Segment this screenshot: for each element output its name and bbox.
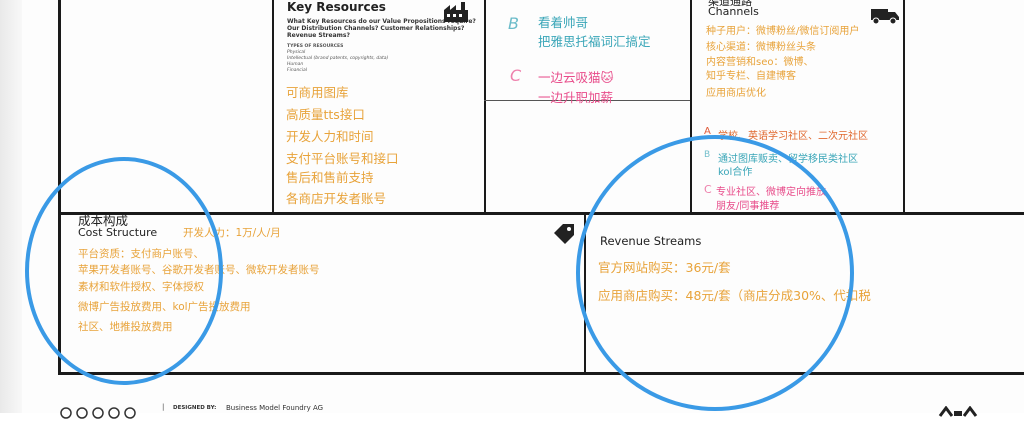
value-b-line: 看着帅哥 bbox=[538, 15, 589, 30]
key-resources-prompt-1: What Key Resources do our Value Proposit… bbox=[287, 18, 476, 25]
footer-designed-by-label: DESIGNED BY: bbox=[173, 405, 217, 411]
value-b-line: 把雅思托福词汇搞定 bbox=[538, 34, 651, 49]
key-resources-type: Intellectual (brand patents, copyrights,… bbox=[287, 56, 389, 61]
key-resource-item: 可商用图库 bbox=[286, 85, 349, 100]
key-resources-type: Financial bbox=[287, 68, 308, 73]
key-resources-types-heading: TYPES OF RESOURCES bbox=[287, 44, 344, 49]
channel-a-marker: A bbox=[704, 126, 711, 137]
canvas-middle-border bbox=[58, 212, 1024, 215]
key-resources-title: Key Resources bbox=[287, 0, 386, 14]
key-resources-type: Physical bbox=[287, 50, 306, 55]
value-c-marker: C bbox=[510, 66, 522, 85]
divider-key-resources-left bbox=[272, 0, 274, 212]
page-edge-shadow bbox=[0, 0, 22, 413]
channels-title: Channels bbox=[708, 5, 759, 18]
divider-value-left bbox=[484, 0, 486, 212]
revenue-annotation-circle bbox=[576, 135, 854, 411]
value-b-marker: B bbox=[508, 14, 519, 33]
channels-title-cn: 渠道通路 bbox=[708, 0, 752, 8]
channel-item: 应用商店优化 bbox=[706, 88, 766, 99]
divider-channels-left bbox=[690, 0, 692, 212]
divider-channels-right bbox=[903, 0, 905, 212]
canvas-bottom-border bbox=[58, 372, 1024, 375]
channel-a-line: 学校、英语学习社区、二次元社区 bbox=[718, 131, 868, 142]
key-resource-item: 各商店开发者账号 bbox=[286, 191, 387, 206]
truck-icon bbox=[870, 7, 900, 25]
key-resource-item: 开发人力和时间 bbox=[286, 129, 374, 144]
key-resources-type: Human bbox=[287, 62, 304, 67]
divider-value-inner bbox=[484, 100, 690, 101]
key-resources-prompt-3: Revenue Streams? bbox=[287, 32, 350, 39]
cost-annotation-circle bbox=[25, 157, 223, 385]
channel-item: 种子用户：微博粉丝/微信订阅用户 bbox=[706, 26, 860, 37]
price-tag-icon bbox=[552, 222, 576, 246]
channel-item: 核心渠道：微博粉丝头条 bbox=[706, 42, 816, 53]
channel-item: 知乎专栏、自建博客 bbox=[706, 71, 796, 82]
key-resource-item: 高质量tts接口 bbox=[286, 107, 365, 122]
key-resources-prompt-2: Our Distribution Channels? Customer Rela… bbox=[287, 25, 465, 32]
factory-icon bbox=[442, 2, 470, 22]
key-resource-item: 支付平台账号和接口 bbox=[286, 151, 399, 166]
value-c-line: 一边云吸猫🐱 bbox=[538, 70, 614, 85]
logo-icon bbox=[938, 402, 978, 417]
channel-item: 内容营销和seo：微博、 bbox=[706, 57, 814, 68]
value-c-line: 一边升职加薪 bbox=[538, 90, 614, 105]
footer-designed-by-value: Business Model Foundry AG bbox=[226, 404, 324, 412]
creative-commons-icon bbox=[60, 404, 160, 419]
key-resource-item: 售后和售前支持 bbox=[286, 170, 374, 185]
